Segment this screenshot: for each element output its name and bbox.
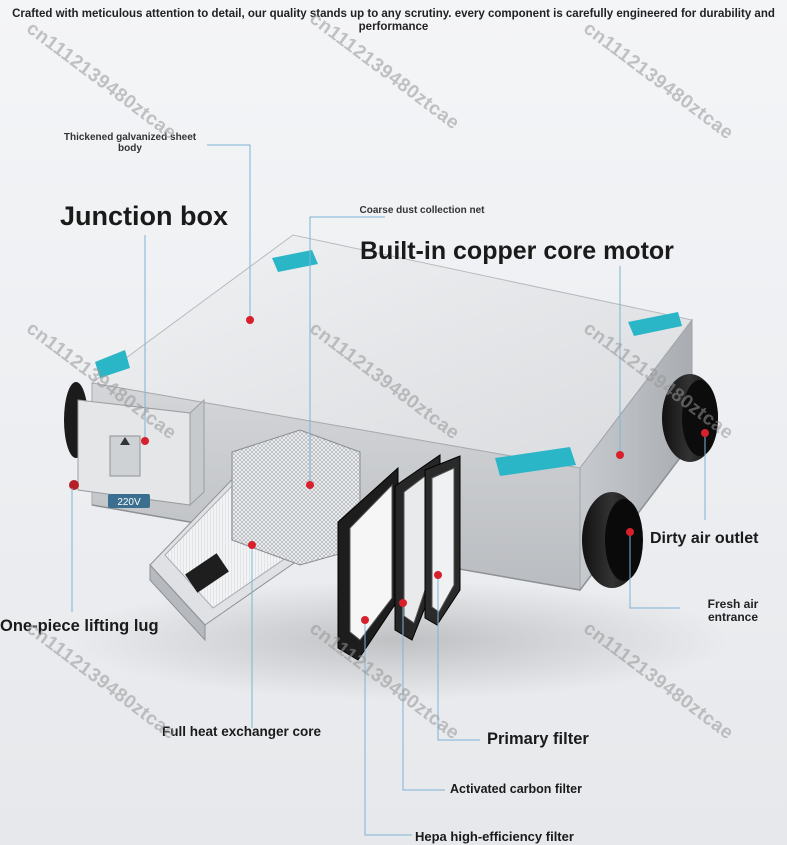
voltage-text: 220V (117, 497, 141, 508)
label-lifting-lug: One-piece lifting lug (0, 617, 159, 635)
lifting-lug (69, 480, 79, 490)
voltage-tag (108, 494, 150, 508)
label-fresh-entrance: Fresh air entrance (707, 597, 759, 624)
label-copper-motor: Built-in copper core motor (360, 237, 674, 265)
label-galvanized: Thickened galvanized sheet body (63, 132, 197, 154)
tagline: Crafted with meticulous attention to det… (12, 8, 775, 33)
label-primary-filter: Primary filter (487, 730, 589, 748)
label-hepa-filter: Hepa high-efficiency filter (415, 829, 574, 844)
ground-shadow (70, 580, 730, 700)
label-coarse-dust: Coarse dust collection net (359, 205, 485, 216)
label-junction-box: Junction box (60, 201, 228, 231)
leader-lines (71, 144, 706, 836)
markers (141, 316, 709, 624)
sticker-left (95, 350, 130, 378)
sticker-right (628, 312, 682, 336)
label-carbon-filter: Activated carbon filter (450, 782, 582, 796)
sticker-top (272, 250, 318, 272)
sticker-front (495, 447, 576, 476)
label-heat-core: Full heat exchanger core (162, 724, 322, 739)
label-dirty-outlet: Dirty air outlet (650, 530, 759, 547)
